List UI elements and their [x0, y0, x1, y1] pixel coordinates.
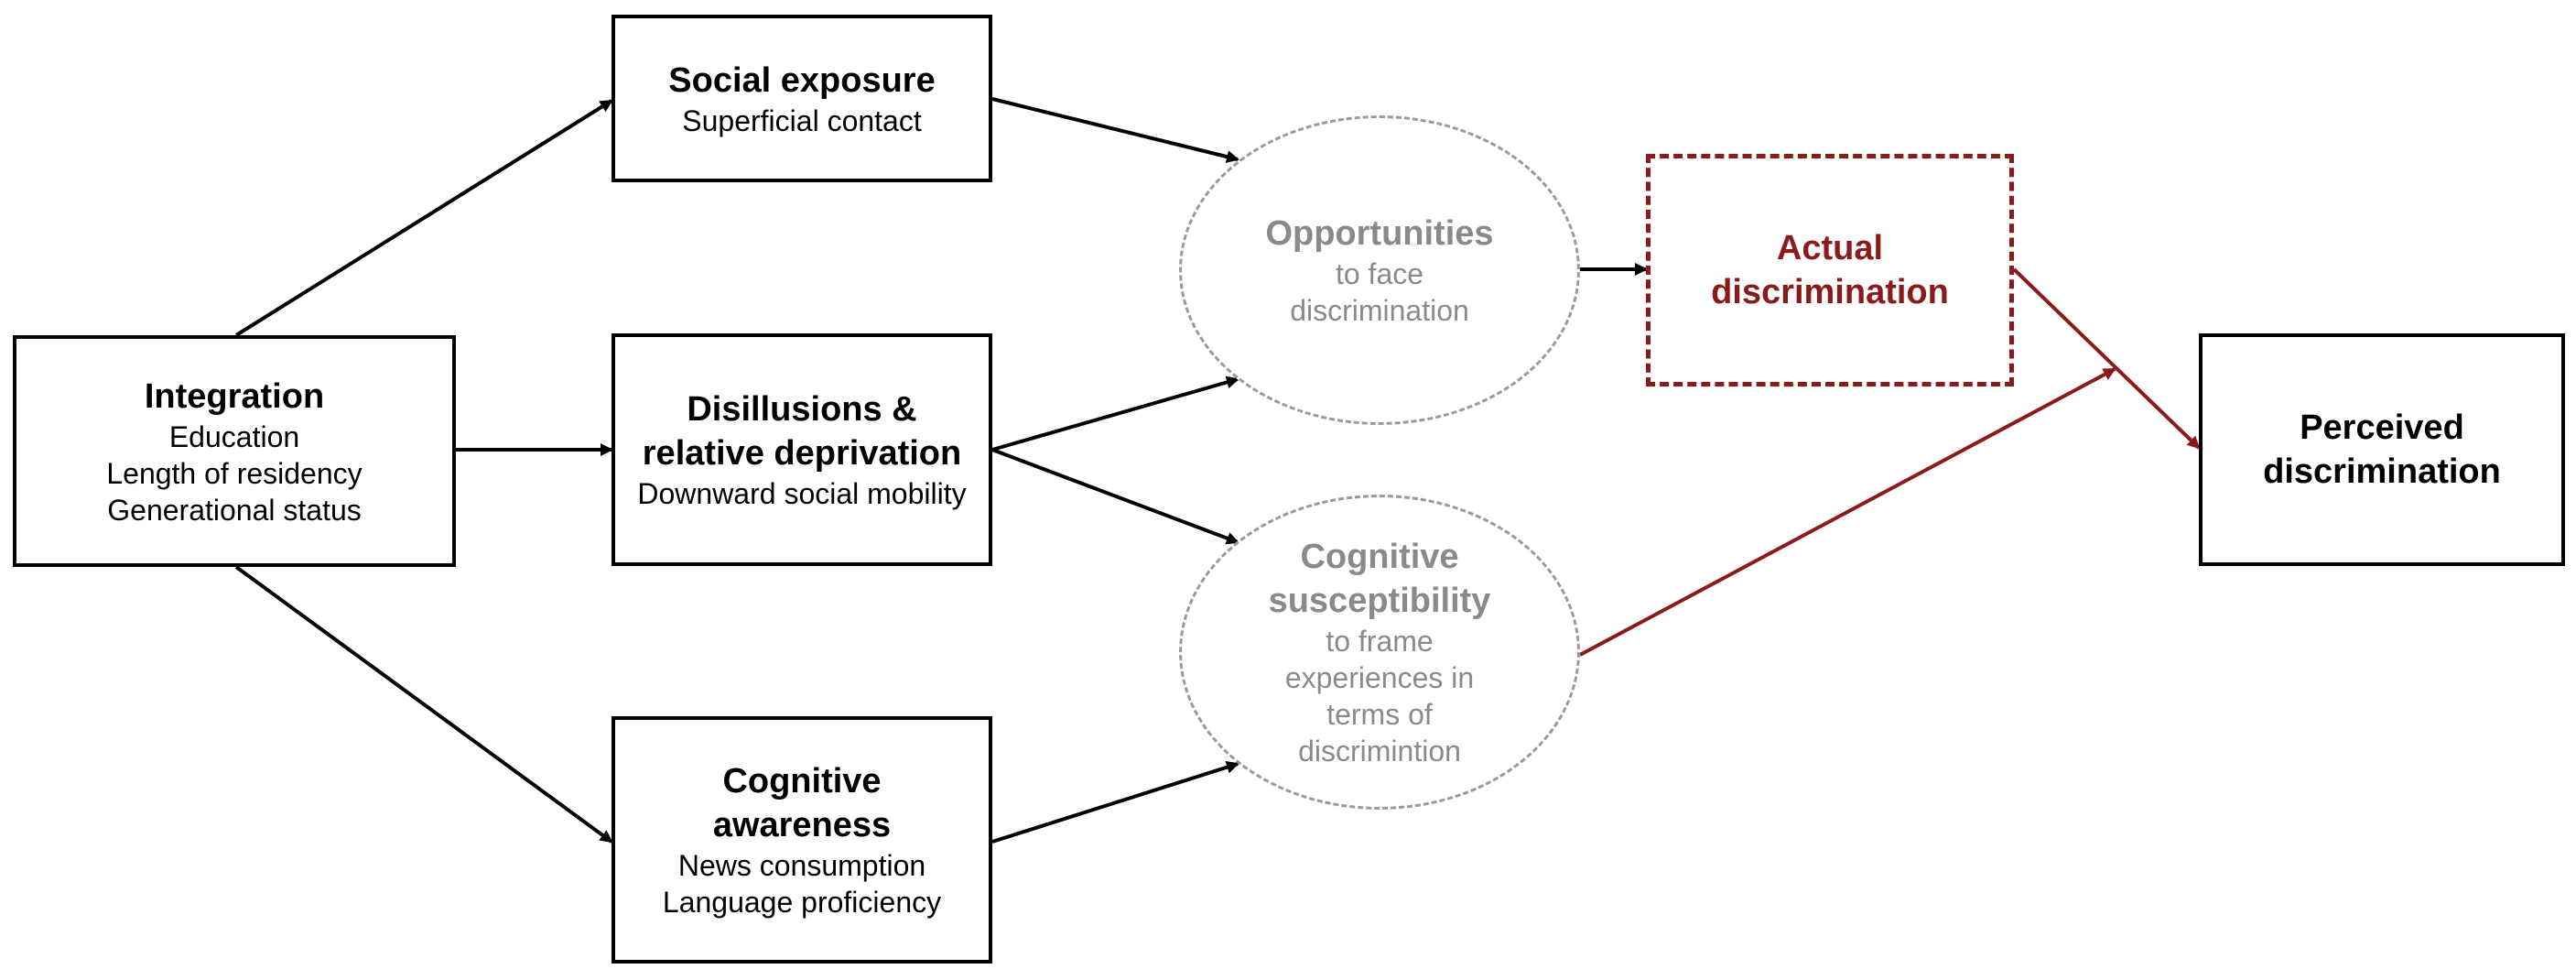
- cognitive-susceptibility-ellipse: Cognitive susceptibility to frame experi…: [1179, 495, 1580, 810]
- actual-discrimination-box: Actual discrimination: [1646, 154, 2014, 387]
- perceived-discrimination-title: discrimination: [2263, 452, 2501, 491]
- integration-title: Integration: [144, 376, 325, 416]
- disillusions-title: relative deprivation: [642, 434, 962, 473]
- cognitive-awareness-factor: News consumption: [677, 849, 926, 882]
- actual-discrimination-title: discrimination: [1711, 273, 1949, 311]
- opportunities-factor: discrimination: [1290, 294, 1469, 327]
- cognitive-awareness-title: awareness: [712, 806, 892, 844]
- arrow-social-exposure-to-opportunities: [991, 97, 1239, 163]
- opportunities-ellipse: Opportunities to face discrimination: [1179, 115, 1580, 425]
- integration-factor: Length of residency: [106, 456, 363, 490]
- arrow-integration-to-cognitive-awareness: [234, 565, 613, 844]
- opportunities-title: Opportunities: [1265, 214, 1494, 253]
- disillusions-factor: Downward social mobility: [637, 477, 967, 510]
- disillusions-title: Disillusions &: [687, 390, 917, 429]
- arrow-cognitive-awareness-to-cognitive-susceptibility: [991, 760, 1239, 844]
- cognitive-awareness-box: Cognitive awareness News consumption Lan…: [612, 716, 992, 964]
- social-exposure-factor: Superficial contact: [682, 103, 922, 137]
- arrow-integration-to-social-exposure: [234, 99, 613, 337]
- disillusions-box: Disillusions & relative deprivation Down…: [612, 333, 992, 566]
- social-exposure-title: Social exposure: [668, 60, 936, 100]
- cognitive-awareness-factor: Language proficiency: [662, 886, 942, 919]
- actual-discrimination-title: Actual: [1776, 229, 1884, 267]
- cognitive-susceptibility-factor: discrimintion: [1298, 735, 1461, 768]
- perceived-discrimination-title: Perceived: [2300, 408, 2464, 447]
- arrow-disillusions-to-opportunities: [991, 376, 1239, 452]
- arrow-actual-to-perceived-discrimination: [2012, 267, 2201, 450]
- opportunities-factor: to face: [1335, 257, 1424, 290]
- integration-box: Integration Education Length of residenc…: [13, 335, 456, 567]
- perceived-discrimination-box: Perceived discrimination: [2199, 333, 2565, 566]
- social-exposure-box: Social exposure Superficial contact: [612, 15, 992, 182]
- integration-factor: Education: [168, 419, 300, 453]
- cognitive-awareness-title: Cognitive: [722, 762, 882, 800]
- integration-factor: Generational status: [107, 493, 362, 527]
- arrow-susceptibility-moderation: [1579, 367, 2116, 657]
- cognitive-susceptibility-factor: terms of: [1326, 698, 1433, 731]
- cognitive-susceptibility-title: Cognitive: [1300, 538, 1459, 576]
- arrow-disillusions-to-cognitive-susceptibility: [991, 448, 1239, 545]
- cognitive-susceptibility-factor: to frame: [1326, 625, 1434, 658]
- cognitive-susceptibility-title: susceptibility: [1268, 582, 1491, 620]
- cognitive-susceptibility-factor: experiences in: [1284, 661, 1475, 694]
